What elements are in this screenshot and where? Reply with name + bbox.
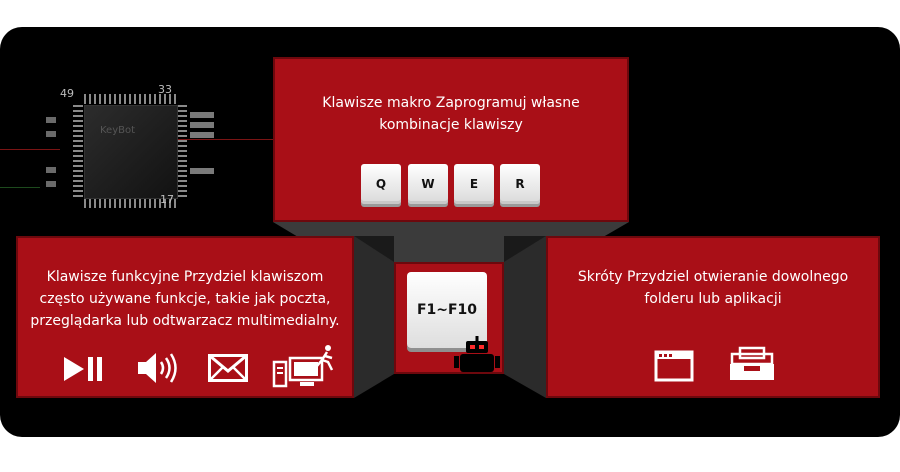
chip-body <box>84 105 178 199</box>
macro-keys-description: Klawisze makro Zaprogramuj własne kombin… <box>322 95 580 133</box>
key-r: R <box>500 164 540 204</box>
feature-frame: 49 33 17 KeyBot Klawisze makro Zaprogram… <box>0 27 900 437</box>
robot-icon <box>454 336 500 372</box>
play-pause-icon <box>64 357 102 381</box>
function-keys-panel: Klawisze funkcyjne Przydziel klawiszom c… <box>16 236 354 398</box>
chip-pin-label: 17 <box>160 193 174 206</box>
window-icon <box>654 350 694 382</box>
key-e: E <box>454 164 494 204</box>
computer-power-icon <box>272 345 334 388</box>
keybot-chip: 49 33 17 KeyBot <box>0 77 276 227</box>
f1-f10-key: F1~F10 <box>407 272 487 348</box>
speaker-icon <box>138 353 177 383</box>
macro-keys-panel: Klawisze makro Zaprogramuj własne kombin… <box>273 57 629 222</box>
chip-pin-label: 49 <box>60 87 74 100</box>
chip-logo: KeyBot <box>100 125 136 136</box>
chip-left-pads <box>46 117 56 187</box>
key-q: Q <box>361 164 401 204</box>
shortcuts-panel: Skróty Przydziel otwieranie dowolnego fo… <box>546 236 880 398</box>
tray-icon <box>730 346 774 380</box>
shortcuts-description: Skróty Przydziel otwieranie dowolnego fo… <box>577 269 849 307</box>
mail-icon <box>208 354 248 382</box>
key-w: W <box>408 164 448 204</box>
chip-pin-label: 33 <box>158 83 172 96</box>
function-keys-description: Klawisze funkcyjne Przydziel klawiszom c… <box>30 269 340 329</box>
perspective-connectors <box>273 222 629 398</box>
function-key-box: F1~F10 <box>394 262 504 374</box>
chip-side-pads <box>190 112 214 174</box>
